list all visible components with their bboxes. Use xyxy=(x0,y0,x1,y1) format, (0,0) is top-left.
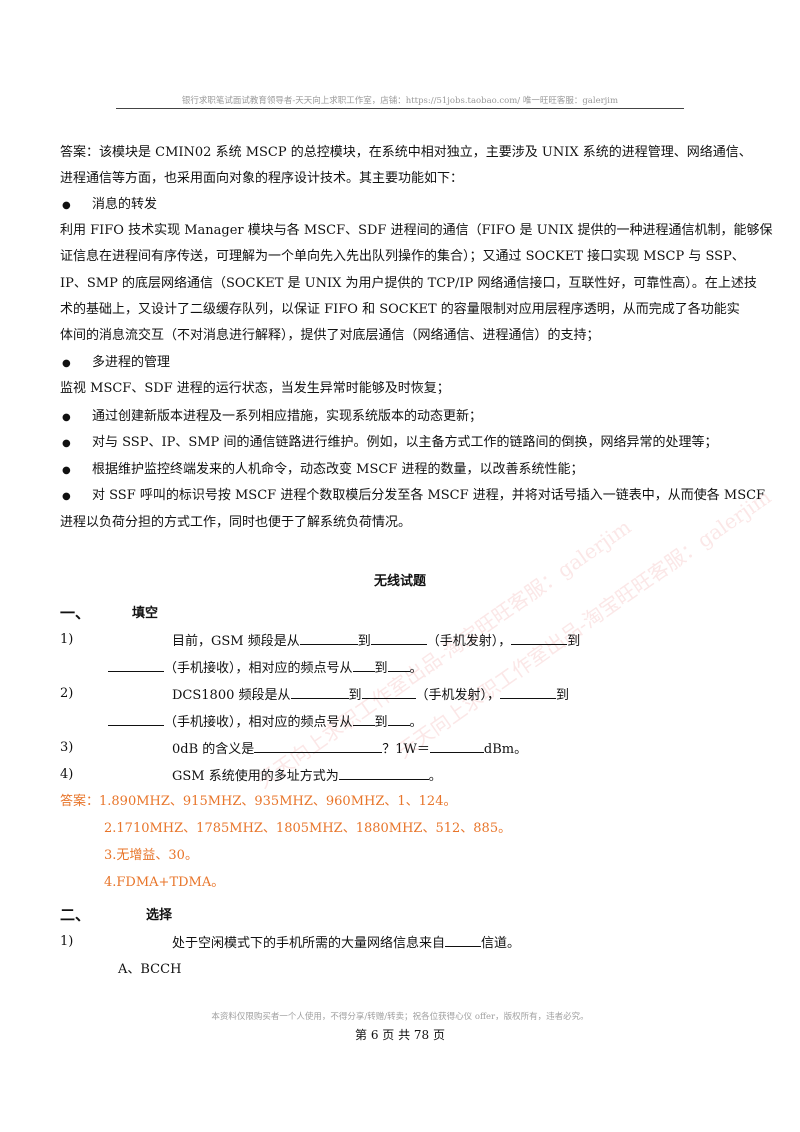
blank xyxy=(387,658,410,672)
section-number-1: 一、 xyxy=(60,604,91,622)
blank xyxy=(338,766,429,780)
para1-line-1: 利用 FIFO 技术实现 Manager 模块与各 MSCF、SDF 进程间的通… xyxy=(60,223,773,238)
question-number: 1) xyxy=(60,934,74,949)
blank xyxy=(290,685,349,699)
choice-question-1: 处于空闲模式下的手机所需的大量网络信息来自信道。 xyxy=(172,933,520,953)
blank xyxy=(108,658,164,672)
blank xyxy=(429,739,484,753)
header-divider xyxy=(116,108,684,109)
question-1-line-1: 目前，GSM 频段是从到（手机发射），到 xyxy=(172,631,580,651)
blank xyxy=(370,631,427,645)
answer-1: 答案：1.890MHZ、915MHZ、935MHZ、960MHZ、1、124。 xyxy=(60,794,457,809)
answer-2: 2.1710MHZ、1785MHZ、1805MHZ、1880MHZ、512、88… xyxy=(104,821,512,836)
bullet-icon xyxy=(62,461,71,480)
page-header: 银行求职笔试面试教育领导者-天天向上求职工作室，店铺：https://51job… xyxy=(181,96,619,106)
section-title-choice: 选择 xyxy=(146,908,173,923)
para1-line-2: 证信息在进程间有序传送，可理解为一个单向先入先出队列操作的集合）；又通过 SOC… xyxy=(60,249,745,264)
question-2-line-2: （手机接收），相对应的频点号从到。 xyxy=(108,712,423,732)
blank xyxy=(445,933,482,947)
para1-line-3: IP、SMP 的底层网络通信（SOCKET 是 UNIX 为用户提供的 TCP/… xyxy=(60,276,757,291)
choice-option-a: A、BCCH xyxy=(118,962,182,977)
bullet-message-forward: 消息的转发 xyxy=(92,197,158,212)
blank xyxy=(352,712,375,726)
section-number-2: 二、 xyxy=(60,906,91,924)
bullet-ssf-dispatch-cont: 进程以负荷分担的方式工作，同时也便于了解系统负荷情况。 xyxy=(60,515,412,530)
answer-intro-line-1: 答案：该模块是 CMIN02 系统 MSCP 的总控模块，在系统中相对独立，主要… xyxy=(60,145,752,160)
question-2-line-1: DCS1800 频段是从到（手机发射），到 xyxy=(172,685,569,705)
blank xyxy=(500,685,557,699)
blank xyxy=(361,685,416,699)
section-title-fill: 填空 xyxy=(132,606,159,621)
para1-line-5: 体间的消息流交互（不对消息进行解释），提供了对底层通信（网络通信、进程通信）的支… xyxy=(60,328,600,343)
question-4: GSM 系统使用的多址方式为。 xyxy=(172,766,442,786)
question-number: 2) xyxy=(60,686,74,701)
bullet-icon xyxy=(62,434,71,453)
bullet-multiprocess: 多进程的管理 xyxy=(92,355,171,370)
blank xyxy=(108,712,164,726)
para1-line-4: 术的基础上，又设计了二级缓存队列，以保证 FIFO 和 SOCKET 的容量限制… xyxy=(60,302,740,317)
watermark-2: 天天向上求职工作室出品-淘宝旺旺客服：galerjim xyxy=(392,484,776,763)
answer-4: 4.FDMA+TDMA。 xyxy=(104,875,225,890)
blank xyxy=(387,712,410,726)
question-number: 1) xyxy=(60,632,74,647)
bullet-mscf-count: 根据维护监控终端发来的人机命令，动态改变 MSCF 进程的数量，以改善系统性能； xyxy=(92,462,584,477)
question-number: 4) xyxy=(60,767,74,782)
footer-note: 本资料仅限购买者一个人使用，不得分享/转赠/转卖；祝各位获得心仪 offer，版… xyxy=(211,1012,589,1022)
section-title-wireless: 无线试题 xyxy=(373,574,426,589)
bullet-version-update: 通过创建新版本进程及一系列相应措施，实现系统版本的动态更新； xyxy=(92,409,483,424)
blank xyxy=(299,631,358,645)
bullet-link-maintenance: 对与 SSP、IP、SMP 间的通信链路进行维护。例如，以主备方式工作的链路间的… xyxy=(92,435,718,450)
bullet-icon xyxy=(62,196,71,215)
blank xyxy=(352,658,375,672)
question-3: 0dB 的含义是？1W＝dBm。 xyxy=(172,739,527,759)
para2: 监视 MSCF、SDF 进程的运行状态，当发生异常时能够及时恢复； xyxy=(60,381,450,396)
blank xyxy=(254,739,383,753)
page-number: 第 6 页 共 78 页 xyxy=(355,1028,445,1042)
bullet-icon xyxy=(62,354,71,373)
answer-intro-line-2: 进程通信等方面，也采用面向对象的程序设计技术。其主要功能如下： xyxy=(60,171,464,186)
blank xyxy=(511,631,568,645)
bullet-icon xyxy=(62,487,71,506)
bullet-icon xyxy=(62,408,71,427)
question-1-line-2: （手机接收），相对应的频点号从到。 xyxy=(108,658,423,678)
answer-3: 3.无增益、30。 xyxy=(104,848,198,863)
bullet-ssf-dispatch: 对 SSF 呼叫的标识号按 MSCF 进程个数取模后分发至各 MSCF 进程，并… xyxy=(92,488,766,503)
question-number: 3) xyxy=(60,740,74,755)
